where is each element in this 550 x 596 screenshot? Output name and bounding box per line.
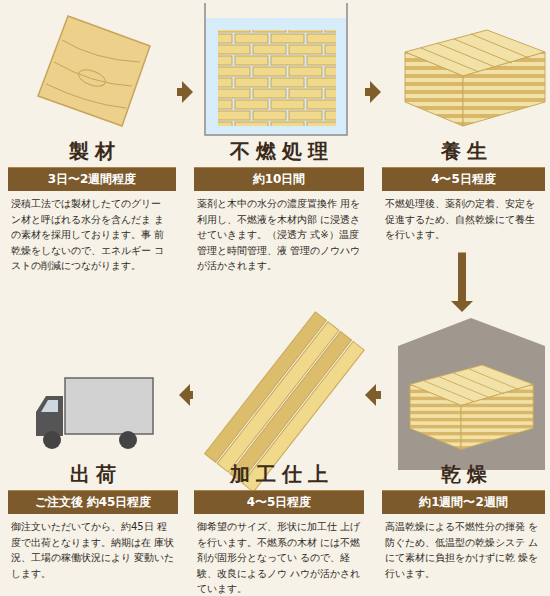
- arrow-head: [179, 384, 190, 406]
- step-description: 御希望のサイズ、形状に加工仕 上げを行います。不燃系の木材 には不燃剤が固形分と…: [194, 514, 364, 596]
- step-title: 養生: [382, 137, 545, 165]
- arrow-shaft: [458, 253, 466, 303]
- flow-arrow: [179, 384, 193, 406]
- step-title: 製材: [8, 137, 176, 165]
- step-description: 不燃処理後、薬剤の定着、安定を 促進するため、自然乾燥にて養生 を行います。: [382, 191, 545, 245]
- step-description: 御注文いただいてから、約45日 程度で出荷となります。納期は在 庫状況、工場の稼…: [8, 514, 178, 583]
- duration-band: 約1週間〜2週間: [382, 490, 545, 514]
- stacked-lumber: [405, 30, 545, 126]
- duration-band: ご注文後 約45日程度: [8, 490, 178, 514]
- arrow-head: [182, 81, 193, 103]
- step-title: 不燃処理: [194, 137, 364, 165]
- flow-arrow: [451, 253, 473, 313]
- arrow-head: [365, 384, 376, 406]
- duration-band: 約10日間: [194, 167, 364, 191]
- tank-illustration: [205, 3, 347, 135]
- process-step: 加工仕上4〜5日程度御希望のサイズ、形状に加工仕 上げを行います。不燃系の木材 …: [194, 320, 364, 596]
- arrow-head: [451, 301, 473, 312]
- step-title: 加工仕上: [194, 460, 364, 488]
- process-step: 乾燥約1週間〜2週間高温乾燥による不燃性分の揮発 を防ぐため、低温型の乾燥システ…: [382, 320, 545, 583]
- process-step: 製材3日〜2週間程度浸積工法では製材したてのグリー ン材と呼ばれる水分を含んだま…: [8, 5, 176, 276]
- step-description: 薬剤と木中の水分の濃度置換作 用を利用し、不燃液を木材内部 に浸透させていきます…: [194, 191, 364, 276]
- flow-arrow: [365, 384, 381, 406]
- process-step: 出荷ご注文後 約45日程度御注文いただいてから、約45日 程度で出荷となります。…: [8, 320, 178, 583]
- step-title: 乾燥: [382, 460, 545, 488]
- duration-band: 3日〜2週間程度: [8, 167, 176, 191]
- duration-band: 4〜5日程度: [382, 167, 545, 191]
- arrow-head: [370, 81, 381, 103]
- truck: [36, 378, 153, 449]
- process-step: 養生4〜5日程度不燃処理後、薬剤の定着、安定を 促進するため、自然乾燥にて養生 …: [382, 5, 545, 245]
- duration-band: 4〜5日程度: [194, 490, 364, 514]
- step-title: 出荷: [8, 460, 178, 488]
- flow-arrow: [177, 81, 193, 103]
- log-illustration: [38, 16, 150, 126]
- flow-arrow: [365, 81, 381, 103]
- step-description: 高温乾燥による不燃性分の揮発 を防ぐため、低温型の乾燥システ ムにて素材に負担を…: [382, 514, 545, 583]
- step-description: 浸積工法では製材したてのグリー ン材と呼ばれる水分を含んだま まの素材を採用して…: [8, 191, 176, 276]
- process-step: 不燃処理約10日間薬剤と木中の水分の濃度置換作 用を利用し、不燃液を木材内部 に…: [194, 5, 364, 276]
- drying-house: [398, 318, 545, 470]
